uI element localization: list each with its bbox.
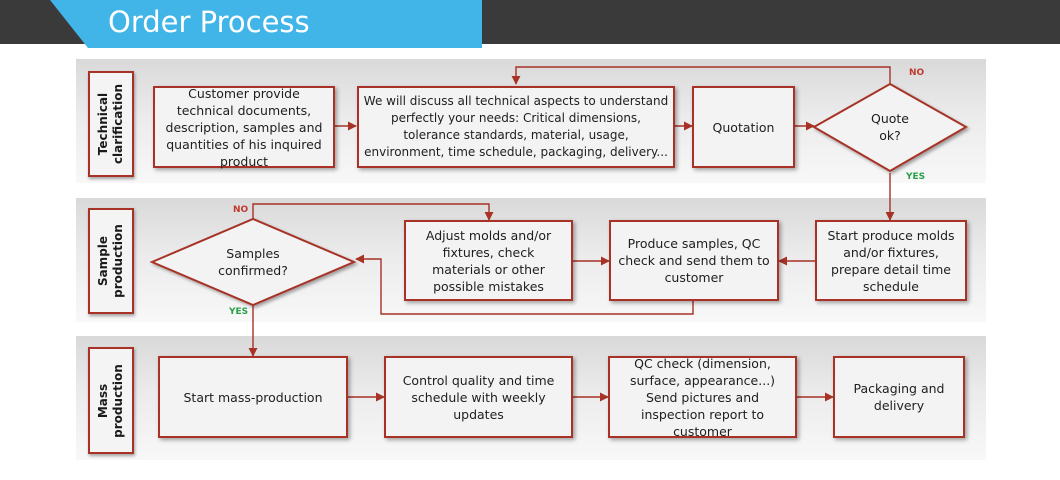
step-adjust-molds: Adjust molds and/or fixtures, check mate…: [404, 220, 573, 301]
tag-quote-no: NO: [909, 68, 925, 78]
page-title: Order Process: [108, 5, 310, 39]
step-quotation: Quotation: [692, 86, 795, 168]
step-qc-check: QC check (dimension, surface, appearance…: [608, 356, 797, 439]
decision-samples-confirmed-label: Samples confirmed?: [218, 246, 288, 278]
step-discuss-technical-aspects: We will discuss all technical aspects to…: [357, 86, 675, 168]
arrow-samples-to-decision: [355, 254, 694, 315]
tag-quote-yes: YES: [906, 172, 926, 182]
title-tab: [50, 0, 482, 48]
step-produce-samples: Produce samples, QC check and send them …: [609, 220, 779, 301]
step-control-quality: Control quality and time schedule with w…: [384, 356, 573, 438]
arrow-quote-no-loop: [511, 66, 891, 85]
step-customer-documents: Customer provide technical documents, de…: [153, 86, 335, 169]
step-start-molds: Start produce molds and/or fixtures, pre…: [815, 220, 967, 301]
step-packaging-delivery: Packaging and delivery: [833, 356, 965, 438]
tag-samples-no: NO: [233, 205, 249, 215]
decision-samples-confirmed: [149, 217, 357, 307]
lane-label-technical-clarification: Technical clarification: [88, 71, 134, 177]
arrow-decision-no-to-adjust: [252, 203, 494, 221]
decision-quote-ok-label: Quote ok?: [870, 111, 910, 143]
tag-samples-yes: YES: [229, 307, 249, 317]
step-start-mass-production: Start mass-production: [158, 356, 348, 438]
lane-label-mass-production: Mass production: [88, 347, 134, 454]
lane-label-sample-production: Sample production: [88, 208, 134, 314]
decision-quote-ok: [811, 82, 969, 173]
